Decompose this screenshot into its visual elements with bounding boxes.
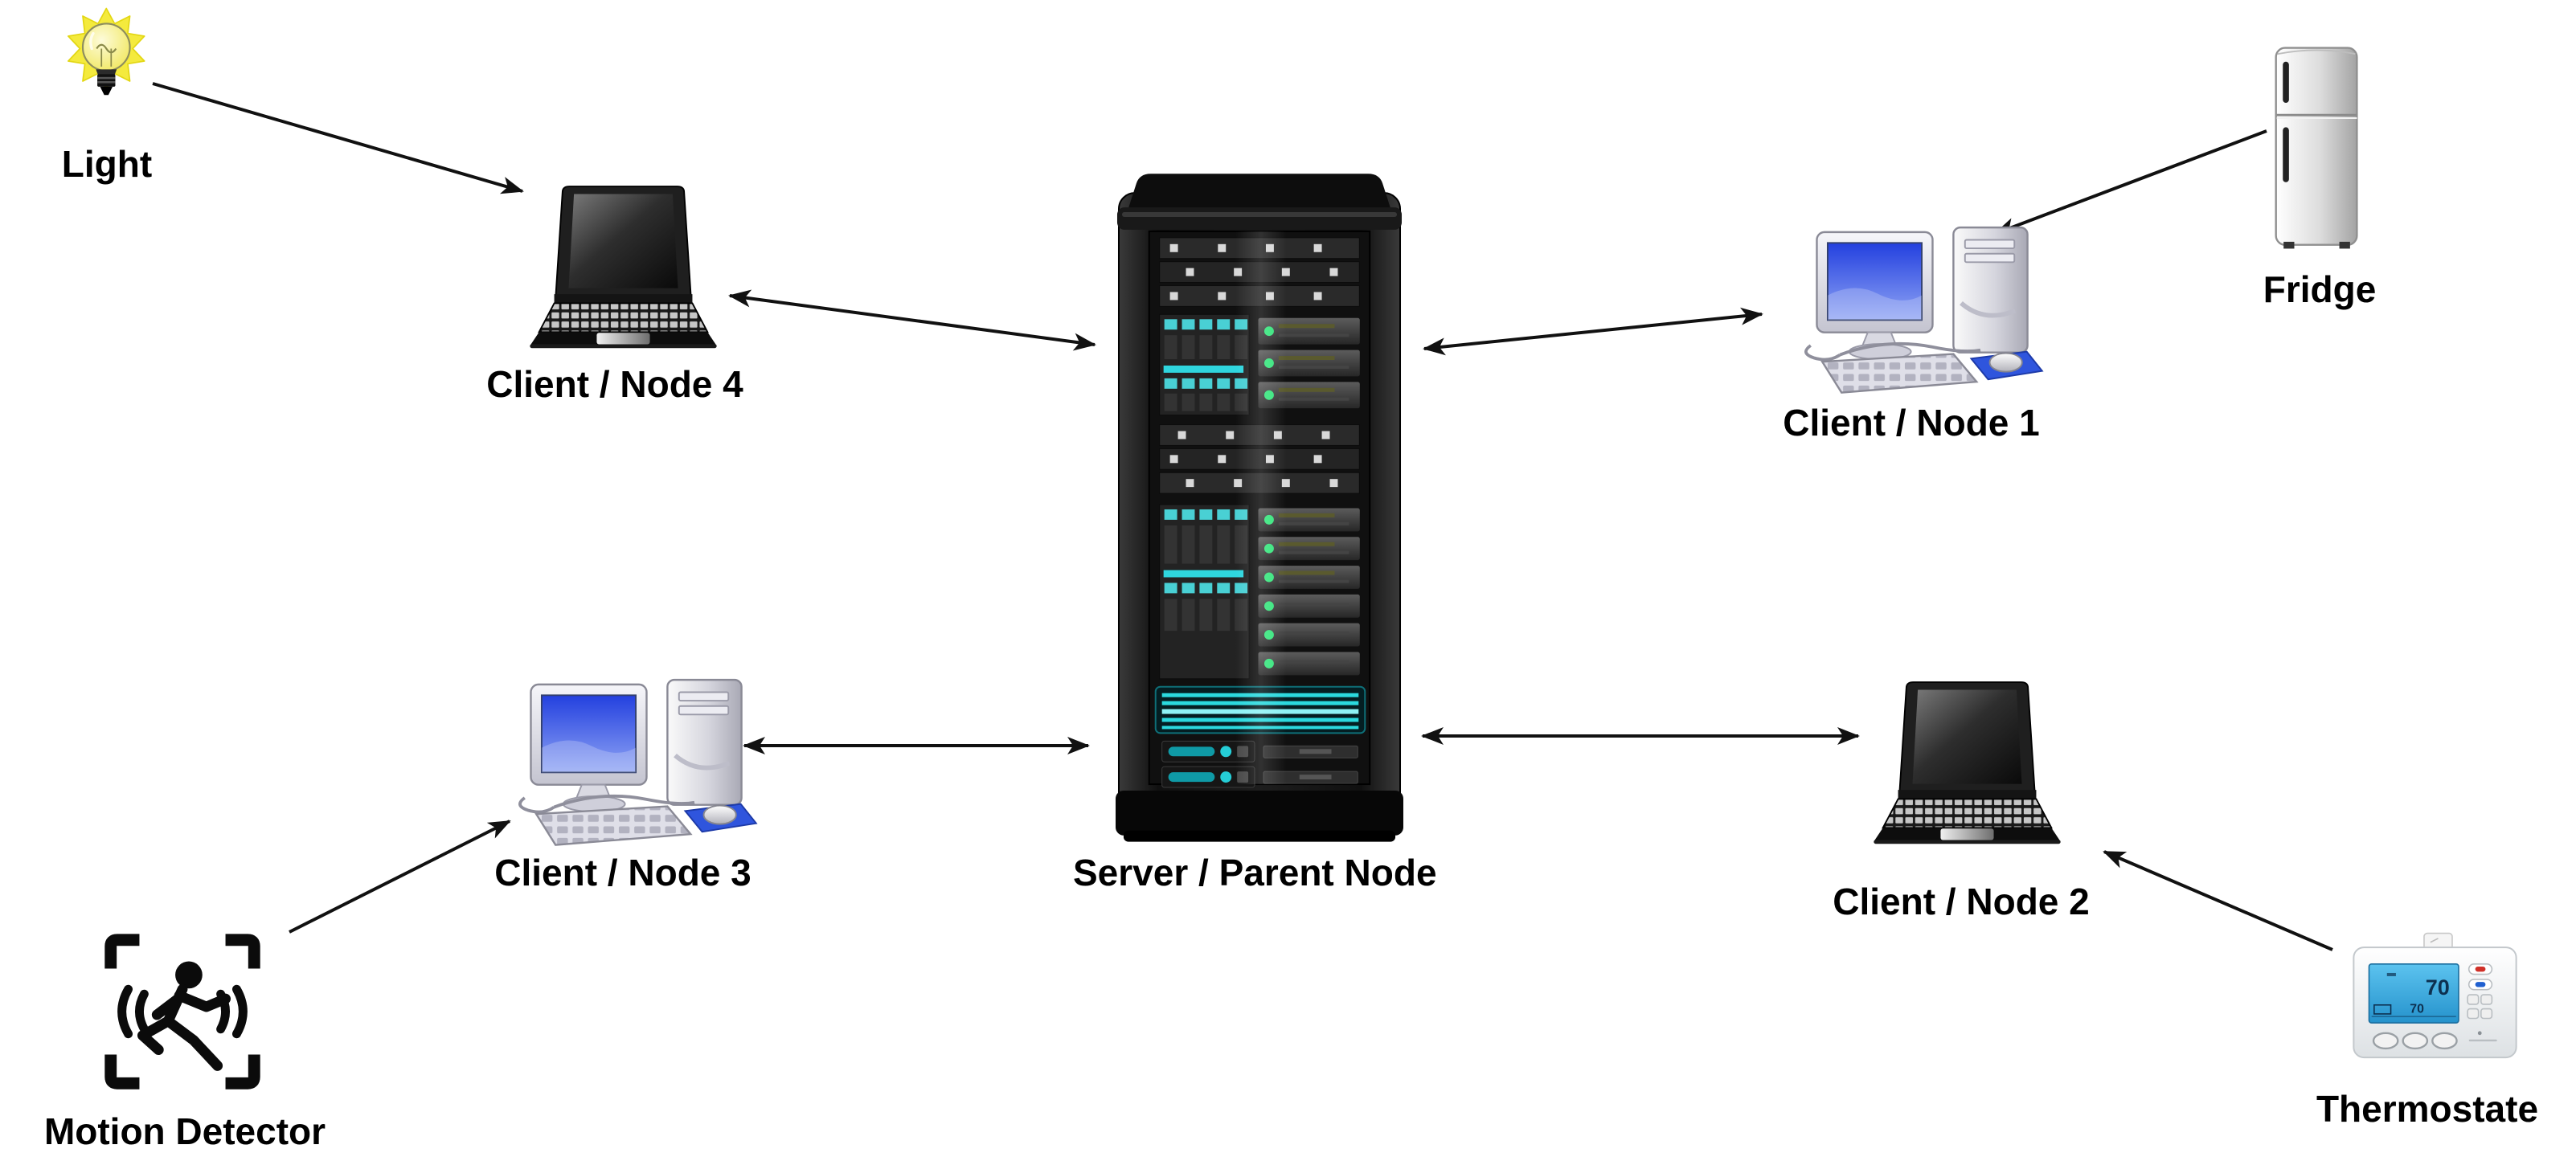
client-node4-label: Client / Node 4 — [486, 363, 743, 405]
arrow-server-node1 — [1423, 307, 1763, 356]
client-node2-label: Client / Node 2 — [1833, 881, 2090, 922]
client-node1-device — [1795, 211, 2050, 403]
arrow-thermostate-to-node2 — [2103, 850, 2333, 951]
laptop-icon — [521, 183, 726, 354]
desktop-computer-icon — [1795, 211, 2050, 403]
motion-detector-label: Motion Detector — [43, 1110, 326, 1152]
arrow-node4-server — [728, 289, 1096, 351]
light-label: Light — [61, 143, 153, 185]
client-node1-label: Client / Node 1 — [1783, 402, 2040, 444]
fridge-label: Fridge — [2263, 268, 2377, 310]
light-bulb-icon — [63, 5, 153, 117]
client-node4-device — [521, 183, 726, 354]
server-label: Server / Parent Node — [1073, 852, 1437, 893]
motion-detector-device — [87, 916, 278, 1107]
laptop-icon — [1865, 679, 2070, 850]
client-node3-device — [509, 663, 764, 856]
desktop-computer-icon — [509, 663, 764, 856]
arrow-motion-to-node3 — [289, 820, 511, 934]
arrow-light-to-node4 — [152, 82, 524, 194]
client-node2-device — [1865, 679, 2070, 850]
server-device — [1116, 161, 1403, 848]
thermostate-label: Thermostate — [2316, 1088, 2539, 1130]
client-node3-label: Client / Node 3 — [494, 852, 752, 893]
fridge-device — [2271, 42, 2363, 256]
thermostat-icon — [2349, 930, 2521, 1072]
fridge-icon — [2271, 42, 2363, 256]
server-rack-icon — [1116, 161, 1403, 848]
motion-detector-icon — [87, 916, 278, 1107]
thermostate-device — [2349, 930, 2521, 1072]
arrow-fridge-to-node1 — [1993, 129, 2267, 235]
light-device — [63, 5, 153, 117]
